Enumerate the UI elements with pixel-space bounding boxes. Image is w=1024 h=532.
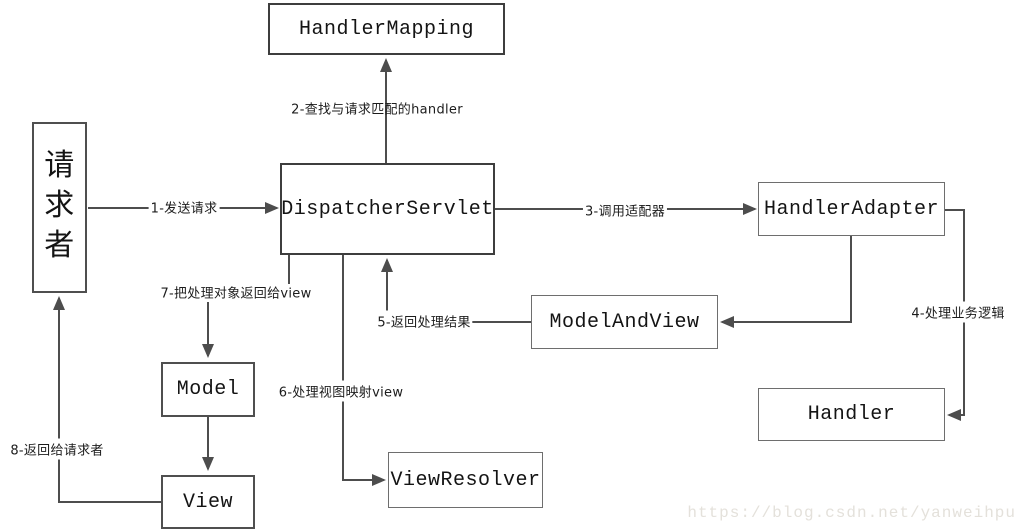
edge-3-label: 3-调用适配器 <box>582 199 668 221</box>
edge-6-line <box>342 255 386 486</box>
node-dispatcher-servlet-label: DispatcherServlet <box>281 197 494 221</box>
node-view-label: View <box>182 490 233 514</box>
edge-2-label: 2-查找与请求匹配的handler <box>291 102 463 118</box>
node-model: Model <box>161 362 255 417</box>
node-handler-adapter-label: HandlerAdapter <box>763 197 940 221</box>
edge-4-label: 4-处理业务逻辑 <box>909 301 1007 323</box>
watermark-text: https://blog.csdn.net/yanweihpu <box>687 504 1016 522</box>
edge-adapter-mav-line <box>720 236 852 328</box>
node-dispatcher-servlet: DispatcherServlet <box>280 163 495 255</box>
node-handler-adapter: HandlerAdapter <box>758 182 945 236</box>
node-model-and-view: ModelAndView <box>531 295 718 349</box>
node-handler: Handler <box>758 388 945 441</box>
node-view-resolver: ViewResolver <box>388 452 543 508</box>
node-view-resolver-label: ViewResolver <box>390 468 541 492</box>
edge-7-label: 7-把处理对象返回给view <box>160 286 312 302</box>
edge-6-label: 6-处理视图映射view <box>276 380 406 402</box>
node-requester-label: 请求者 <box>44 150 75 265</box>
node-handler-mapping-label: HandlerMapping <box>298 17 475 41</box>
node-requester: 请求者 <box>32 122 87 293</box>
node-model-and-view-label: ModelAndView <box>549 310 700 334</box>
node-view: View <box>161 475 255 529</box>
node-handler-mapping: HandlerMapping <box>268 3 505 55</box>
edge-5-label: 5-返回处理结果 <box>375 310 473 332</box>
edge-8-label: 8-返回给请求者 <box>8 438 106 460</box>
edge-8-line <box>53 296 161 503</box>
node-model-label: Model <box>176 378 240 401</box>
node-handler-label: Handler <box>807 403 896 426</box>
edge-1-label: 1-发送请求 <box>148 196 220 218</box>
